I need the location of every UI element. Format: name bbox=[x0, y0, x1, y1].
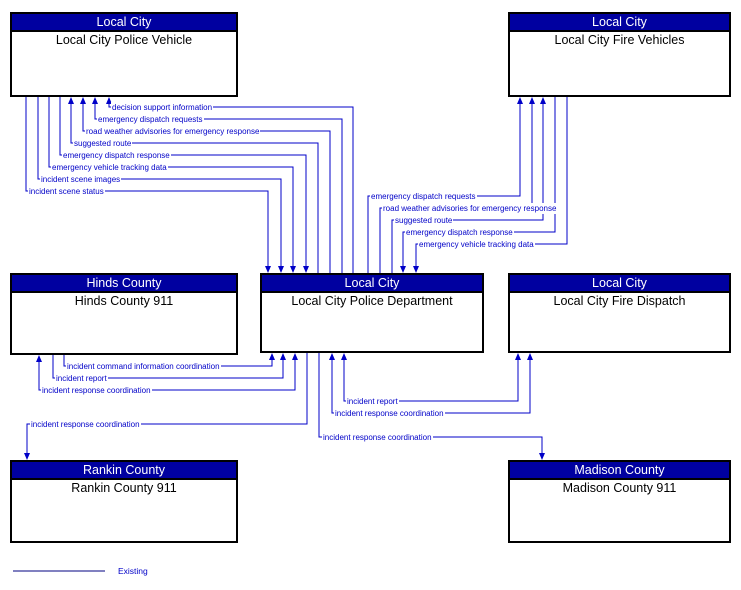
entity-box-police-dept: Local City Local City Police Department bbox=[260, 273, 484, 353]
entity-box-fire-dispatch: Local City Local City Fire Dispatch bbox=[508, 273, 731, 353]
entity-box-fire-vehicles: Local City Local City Fire Vehicles bbox=[508, 12, 731, 97]
flow-label: suggested route bbox=[73, 138, 133, 149]
flow-label: incident response coordination bbox=[30, 419, 141, 430]
entity-header: Local City bbox=[12, 14, 236, 32]
arrowheads bbox=[24, 97, 546, 460]
flow-label: incident response coordination bbox=[322, 432, 433, 443]
flow-label: incident response coordination bbox=[334, 408, 445, 419]
entity-header: Hinds County bbox=[12, 275, 236, 293]
flow-label: emergency dispatch response bbox=[62, 150, 171, 161]
flow-label: emergency dispatch requests bbox=[97, 114, 204, 125]
entity-header: Local City bbox=[262, 275, 482, 293]
legend-label: Existing bbox=[118, 566, 148, 576]
entity-header: Madison County bbox=[510, 462, 729, 480]
flow-label: incident scene images bbox=[40, 174, 122, 185]
flow-label: incident report bbox=[346, 396, 399, 407]
flow-label: incident command information coordinatio… bbox=[66, 361, 221, 372]
entity-box-police-vehicle: Local City Local City Police Vehicle bbox=[10, 12, 238, 97]
flow-label: suggested route bbox=[394, 215, 454, 226]
entity-box-hinds-911: Hinds County Hinds County 911 bbox=[10, 273, 238, 355]
flow-label: emergency dispatch response bbox=[405, 227, 514, 238]
flow-label: decision support information bbox=[111, 102, 214, 113]
entity-title: Madison County 911 bbox=[562, 481, 677, 495]
entity-header: Local City bbox=[510, 14, 729, 32]
flow-label: emergency dispatch requests bbox=[370, 191, 477, 202]
flow-label: incident report bbox=[55, 373, 108, 384]
entity-box-madison-911: Madison County Madison County 911 bbox=[508, 460, 731, 543]
flow-label: emergency vehicle tracking data bbox=[51, 162, 168, 173]
entity-title: Local City Police Department bbox=[291, 294, 453, 308]
entity-title: Rankin County 911 bbox=[71, 481, 177, 495]
entity-title: Local City Fire Vehicles bbox=[554, 33, 685, 47]
flow-label: emergency vehicle tracking data bbox=[418, 239, 535, 250]
flow-label: road weather advisories for emergency re… bbox=[382, 203, 558, 214]
entity-header: Rankin County bbox=[12, 462, 236, 480]
entity-title: Local City Fire Dispatch bbox=[553, 294, 686, 308]
entity-title: Local City Police Vehicle bbox=[55, 33, 193, 47]
entity-box-rankin-911: Rankin County Rankin County 911 bbox=[10, 460, 238, 543]
entity-title: Hinds County 911 bbox=[74, 294, 174, 308]
entity-header: Local City bbox=[510, 275, 729, 293]
flow-label: incident response coordination bbox=[41, 385, 152, 396]
flow-label: road weather advisories for emergency re… bbox=[85, 126, 261, 137]
flow-label: incident scene status bbox=[28, 186, 105, 197]
